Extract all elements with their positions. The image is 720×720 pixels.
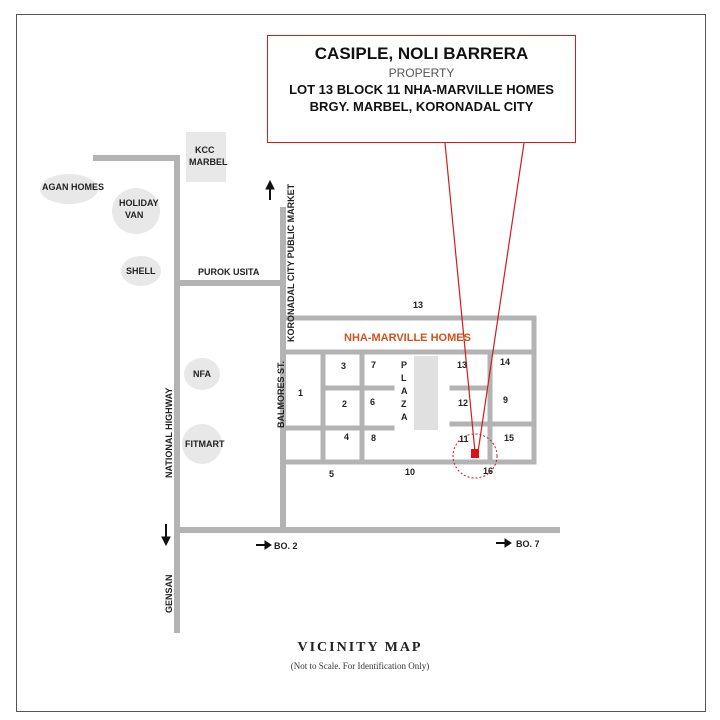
nfa-label: NFA bbox=[193, 369, 211, 379]
block-13: 13 bbox=[457, 360, 468, 370]
shell-label: SHELL bbox=[126, 266, 156, 276]
callout-pointer-left bbox=[444, 142, 476, 453]
kcc-label-2: MARBEL bbox=[189, 157, 228, 167]
arrow-bo7-head bbox=[504, 538, 512, 548]
plaza-letter-a: A bbox=[401, 386, 408, 396]
holiday-van-shape bbox=[112, 188, 160, 234]
map-title: VICINITY MAP bbox=[297, 640, 423, 655]
block-15: 15 bbox=[504, 433, 515, 443]
plaza-letter-a2: A bbox=[401, 412, 408, 422]
location-circle bbox=[452, 433, 498, 479]
plaza-letter-l: L bbox=[401, 373, 407, 383]
kcc-label-1: KCC bbox=[195, 145, 215, 155]
block-2: 2 bbox=[342, 399, 348, 409]
block-12: 12 bbox=[458, 398, 469, 408]
map-subtitle: (Not to Scale. For Identification Only) bbox=[290, 661, 430, 671]
balmores-label: BALMORES ST. bbox=[276, 360, 286, 428]
map-frame bbox=[16, 14, 706, 712]
block-10: 10 bbox=[405, 467, 416, 477]
callout-pointer-right bbox=[477, 142, 525, 453]
nfa-shape bbox=[184, 358, 220, 390]
block-1: 1 bbox=[298, 388, 304, 398]
block-5: 5 bbox=[329, 469, 335, 479]
subdivision-name: NHA-MARVILLE HOMES bbox=[344, 332, 471, 344]
shell-shape bbox=[121, 256, 161, 286]
arrow-south-head bbox=[161, 536, 171, 547]
property-type: PROPERTY bbox=[388, 66, 455, 80]
bo2-label: BO. 2 bbox=[274, 541, 298, 551]
plaza-letter-z: Z bbox=[401, 399, 407, 409]
fitmart-label: FITMART bbox=[185, 439, 225, 449]
fitmart-shape bbox=[182, 424, 222, 464]
national-highway-label: NATIONAL HIGHWAY bbox=[164, 387, 174, 478]
property-address: BRGY. MARBEL, KORONADAL CITY bbox=[309, 99, 534, 114]
block-6: 6 bbox=[370, 397, 376, 407]
block-9: 9 bbox=[503, 395, 509, 405]
kcc-shape bbox=[186, 132, 226, 182]
block-8: 8 bbox=[371, 433, 377, 443]
block-16: 16 bbox=[483, 466, 494, 476]
block-14: 14 bbox=[500, 357, 511, 367]
gensan-label: GENSAN bbox=[164, 574, 174, 613]
block-11: 11 bbox=[459, 434, 469, 444]
holiday-label-2: VAN bbox=[125, 210, 144, 220]
arrow-north-head bbox=[265, 179, 275, 190]
public-market-label: KORONADAL CITY PUBLIC MARKET bbox=[286, 183, 296, 342]
agan-homes-shape bbox=[40, 174, 98, 204]
location-marker bbox=[471, 449, 479, 458]
lot-description: LOT 13 BLOCK 11 NHA-MARVILLE HOMES bbox=[289, 82, 554, 97]
plaza-block bbox=[414, 356, 438, 430]
arrow-bo2-head bbox=[264, 540, 272, 550]
property-callout: CASIPLE, NOLI BARRERA PROPERTY LOT 13 BL… bbox=[267, 35, 576, 143]
block-3: 3 bbox=[341, 361, 347, 371]
bo7-label: BO. 7 bbox=[516, 539, 540, 549]
block-7: 7 bbox=[371, 360, 377, 370]
block-4: 4 bbox=[344, 432, 350, 442]
agan-homes-label: AGAN HOMES bbox=[42, 182, 105, 192]
block-13-top: 13 bbox=[413, 300, 424, 310]
plaza-letter-p: P bbox=[401, 360, 408, 370]
holiday-label-1: HOLIDAY bbox=[119, 198, 159, 208]
purok-usita-label: PUROK USITA bbox=[198, 267, 260, 277]
owner-name: CASIPLE, NOLI BARRERA bbox=[314, 44, 529, 63]
